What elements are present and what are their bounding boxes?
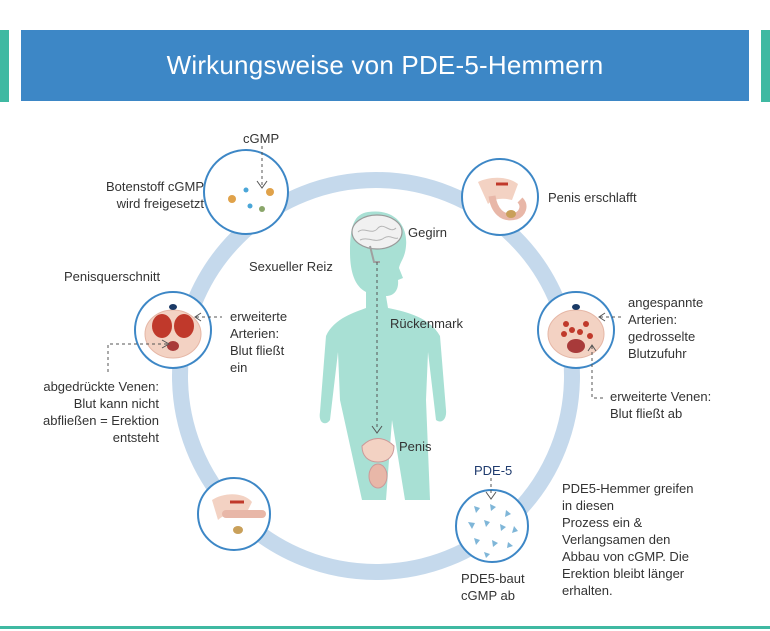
bottom-accent-line [0,626,770,629]
messenger-label: Botenstoff cGMP wird freigesetzt [105,179,204,211]
title-bar: Wirkungsweise von PDE-5-Hemmern [21,30,749,101]
pde5-label: PDE-5 [474,463,513,478]
brain-icon [351,214,403,263]
pde5-enzyme-icon [455,489,529,563]
compressed-veins-label: abgedrückte Venen: Blut kann nicht abfli… [43,379,159,445]
flaccid-label: Penis erschlafft [548,190,637,205]
sexual-stimulus-label: Sexueller Reiz [249,259,333,274]
cross-section-label: Penisquerschnitt [64,269,161,284]
cycle-ring [172,172,580,580]
tense-arteries-label: angespannte Arterien: gedrosselte Blutzu… [628,295,704,361]
inhibitor-explanation-label: PDE5-Hemmer greifen in diesen Prozess ei… [562,481,694,598]
flaccid-penis-icon [461,158,539,236]
pelvis-icon [361,438,395,489]
dilated-arteries-label: erweiterte Arterien: Blut fließt ein [230,309,288,375]
human-body-figure [319,211,447,500]
erect-penis-icon [197,477,271,551]
spinal-cord-label: Rückenmark [390,316,463,331]
brain-label: Gegirn [408,225,448,240]
cross-section-erect-icon [134,291,212,369]
cgmp-label: cGMP [243,131,280,146]
dilated-veins-label: erweiterte Venen: Blut fließt ab [610,389,712,421]
pde5-breaks-label: PDE5-baut cGMP ab [461,571,525,603]
left-accent-bar [0,30,9,102]
penis-label: Penis [399,439,432,454]
cgmp-molecules-icon [203,149,289,235]
page-title: Wirkungsweise von PDE-5-Hemmern [166,50,604,80]
cross-section-flaccid-icon [537,291,615,369]
right-accent-bar [761,30,770,102]
